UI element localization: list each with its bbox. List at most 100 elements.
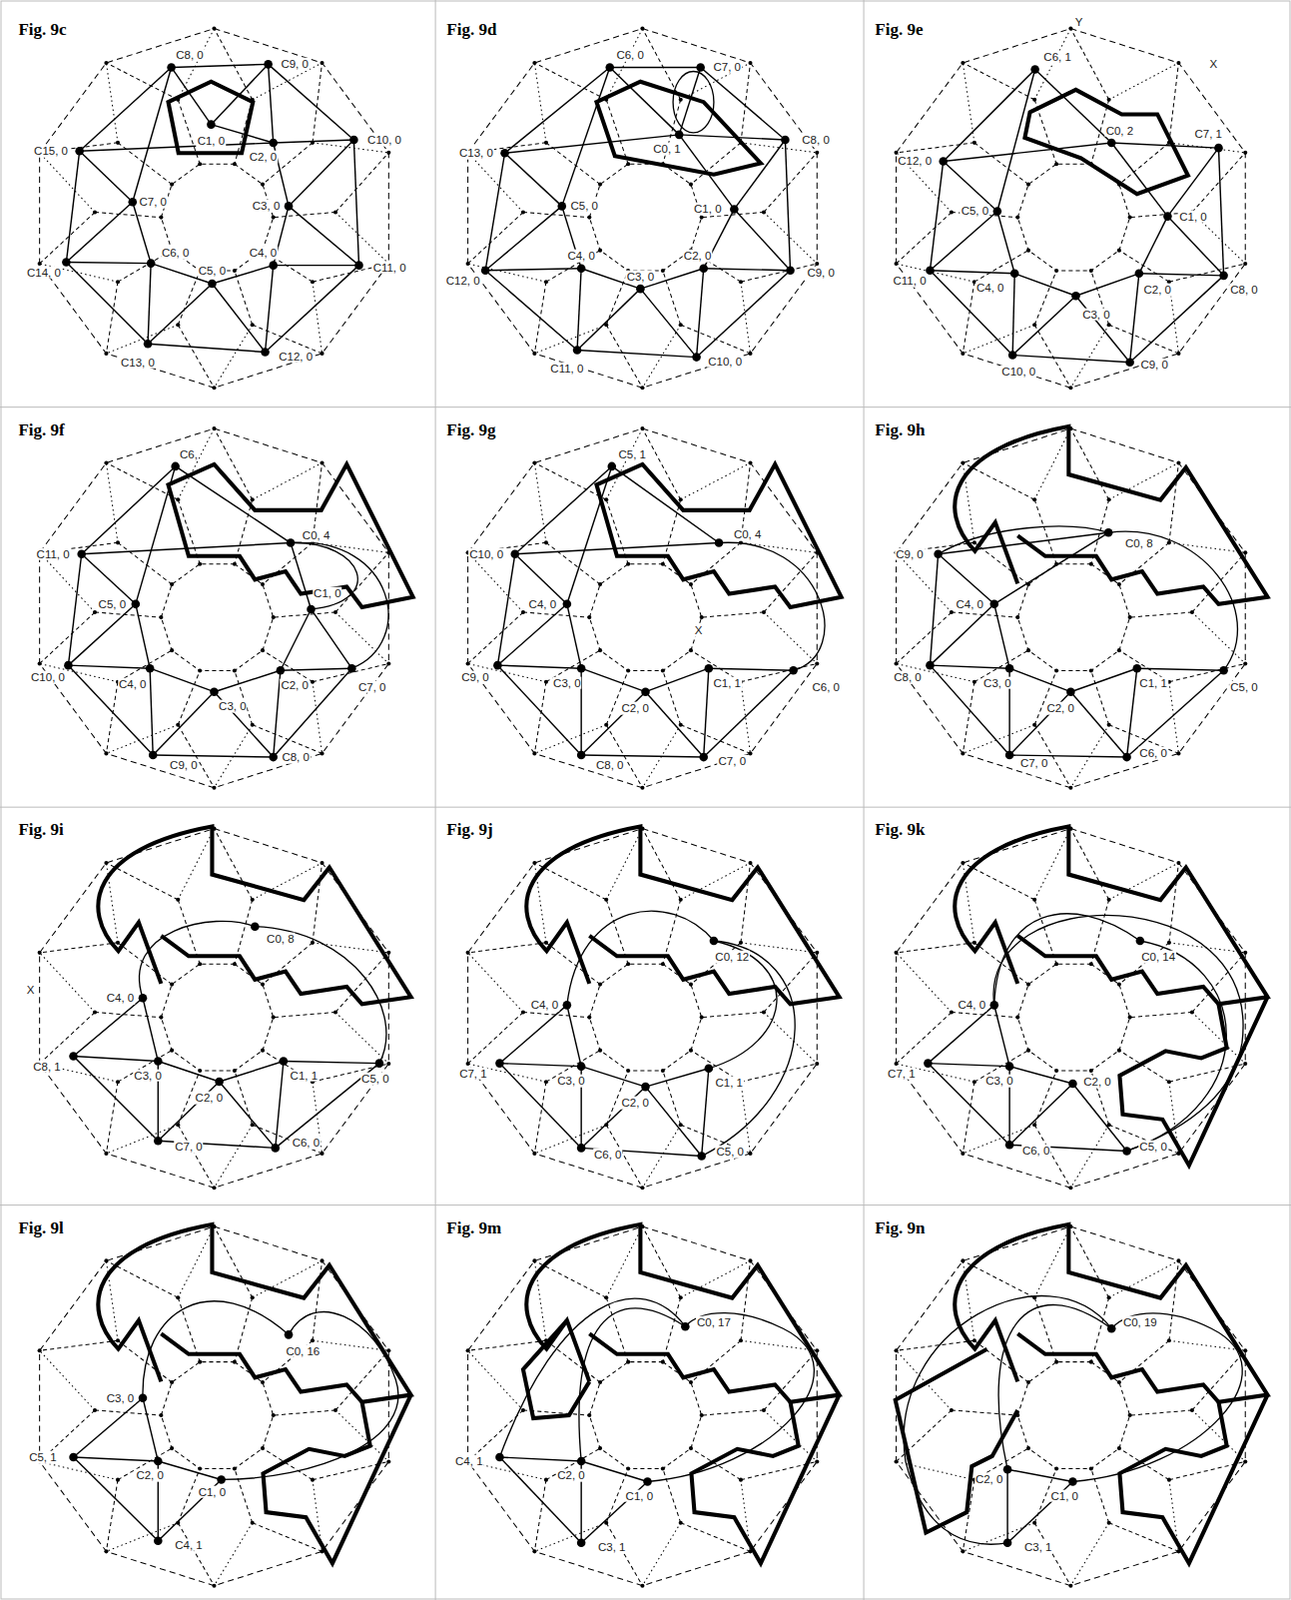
vertex-label: C8, 0	[595, 758, 626, 772]
dashed-dual-edge	[896, 142, 975, 153]
graph-vertex	[1214, 143, 1224, 153]
graph-edge	[73, 1055, 159, 1061]
vertex-label: C5, 0	[1138, 1140, 1169, 1154]
dual-vertex-dot	[1107, 97, 1112, 102]
graph-edge	[1007, 1468, 1073, 1481]
dashed-dual-edge	[1169, 62, 1180, 143]
thick-cycle	[1024, 89, 1188, 194]
graph-panel	[466, 26, 820, 391]
figure-title: Fig. 9i	[17, 820, 63, 840]
graph-edge	[1012, 295, 1076, 355]
vertex-label: C9, 0	[168, 758, 199, 772]
dual-vertex-dot	[738, 1477, 743, 1482]
graph-edge	[1167, 216, 1224, 276]
dashed-dual-edge	[534, 62, 607, 100]
dual-vertex-dot	[1026, 1445, 1031, 1450]
vertex-label: C5, 0	[569, 199, 600, 213]
figure-title: Fig. 9f	[17, 421, 64, 441]
vertex-label: C3, 1	[597, 1540, 628, 1554]
graph-vertex	[990, 600, 1000, 610]
dual-vertex-dot	[678, 722, 683, 727]
panel-divider	[863, 0, 865, 1600]
dual-vertex-dot	[232, 1359, 237, 1364]
graph-edge	[929, 664, 1010, 668]
graph-vertex	[993, 206, 1003, 216]
dual-vertex-dot	[211, 426, 216, 431]
graph-edge	[213, 669, 280, 691]
dual-vertex-dot	[333, 610, 338, 615]
dual-vertex-dot	[660, 1465, 665, 1470]
graph-vertex	[636, 284, 646, 294]
dual-vertex-dot	[960, 460, 965, 465]
dual-vertex-dot	[232, 1465, 237, 1470]
graph-curve-edge	[254, 926, 387, 1064]
graph-vertex	[347, 663, 357, 673]
dotted-dual-edge	[213, 1124, 252, 1188]
dashed-dual-edge	[105, 681, 118, 754]
graph-vertex	[557, 201, 567, 211]
dashed-dual-edge	[546, 250, 601, 283]
graph-vertex	[495, 1058, 505, 1068]
dual-vertex-dot	[1128, 615, 1133, 620]
dual-vertex-dot	[211, 1185, 216, 1190]
vertex-label: C0, 2	[1105, 123, 1136, 137]
dual-vertex-dot	[1054, 1359, 1059, 1364]
dotted-dual-edge	[534, 324, 607, 354]
graph-edge	[505, 152, 563, 206]
dashed-dual-edge	[1130, 1012, 1193, 1018]
graph-edge	[1006, 1468, 1008, 1543]
dashed-dual-edge	[896, 212, 952, 264]
dual-vertex-dot	[333, 1009, 338, 1014]
thick-cycle	[954, 1224, 1268, 1402]
dual-vertex-dot	[197, 161, 202, 166]
thick-cycle	[523, 1319, 590, 1418]
dotted-dual-edge	[1034, 828, 1071, 900]
dashed-dual-edge	[701, 1409, 764, 1415]
graph-edge	[1076, 273, 1140, 296]
vertex-label: C9, 0	[1139, 357, 1170, 371]
vertex-label: C13, 0	[119, 355, 156, 369]
dual-vertex-dot	[319, 60, 324, 65]
graph-vertex	[641, 686, 650, 696]
dual-vertex-dot	[949, 209, 954, 214]
graph-edge	[997, 210, 1015, 273]
dual-vertex-dot	[960, 750, 965, 755]
dual-vertex-dot	[115, 140, 120, 145]
graph-vertex	[577, 1143, 587, 1153]
graph-edge	[994, 1004, 1010, 1066]
graph-edge	[938, 554, 995, 605]
dotted-dual-edge	[177, 828, 214, 900]
dual-vertex-dot	[814, 150, 819, 155]
vertex-label: C5, 0	[197, 263, 228, 277]
dual-vertex-dot	[1117, 582, 1122, 587]
dotted-dual-edge	[534, 724, 607, 754]
graph-vertex	[153, 1056, 163, 1066]
dual-vertex-dot	[949, 610, 954, 615]
dual-vertex-dot	[175, 497, 180, 502]
dual-vertex-dot	[894, 950, 899, 955]
graph-edge	[562, 66, 611, 206]
dual-vertex-dot	[1117, 982, 1122, 987]
graph-vertex	[270, 1143, 280, 1153]
dashed-dual-edge	[252, 724, 323, 754]
vertex-label: C4, 0	[248, 246, 279, 260]
dual-vertex-dot	[1032, 722, 1037, 727]
dual-vertex-dot	[211, 26, 216, 31]
graph-edge	[929, 160, 943, 270]
graph-edge	[1070, 667, 1137, 691]
dual-vertex-dot	[115, 940, 120, 945]
dotted-dual-edge	[213, 1522, 252, 1586]
graph-edge	[581, 1066, 646, 1087]
graph-panel	[466, 826, 840, 1191]
vertex-label: C8, 0	[800, 133, 831, 147]
graph-edge	[280, 609, 312, 670]
dashed-dual-edge	[177, 1522, 214, 1586]
graph-edge	[929, 604, 994, 665]
dashed-dual-edge	[273, 212, 336, 218]
dual-vertex-dot	[1176, 750, 1181, 755]
dashed-dual-edge	[1169, 662, 1246, 681]
graph-vertex	[925, 660, 935, 670]
dual-vertex-dot	[688, 982, 693, 987]
dashed-dual-edge	[94, 612, 161, 618]
figure-title: Fig. 9m	[446, 1219, 502, 1239]
